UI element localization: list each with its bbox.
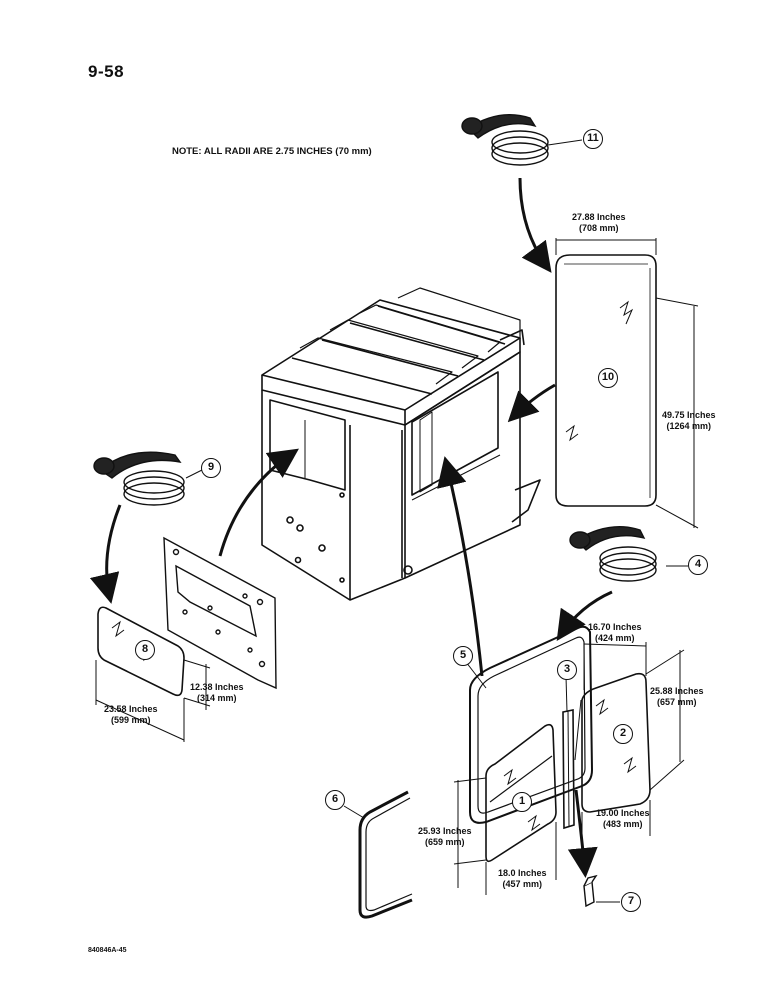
- dim-door-right-width-mm: (483 mm): [603, 819, 643, 829]
- dim-left-height-mm: (314 mm): [197, 693, 237, 703]
- dim-door-upper-height: 25.88 Inches (657 mm): [650, 686, 704, 708]
- callout-9: 9: [201, 458, 221, 478]
- callout-7: 7: [621, 892, 641, 912]
- radii-note: NOTE: ALL RADII ARE 2.75 INCHES (70 mm): [172, 146, 372, 157]
- dim-door-upper-height-in: 25.88 Inches: [650, 686, 704, 696]
- dim-rear-height: 49.75 Inches (1264 mm): [662, 410, 716, 432]
- dim-door-lower-width-in: 18.0 Inches: [498, 868, 547, 878]
- dim-rear-height-mm: (1264 mm): [666, 421, 712, 431]
- page-number: 9-58: [88, 62, 125, 81]
- door-lower-dimension-lines: [453, 777, 557, 895]
- assembly-arrows: [89, 177, 613, 878]
- dim-rear-height-in: 49.75 Inches: [662, 410, 716, 420]
- door-upper-glass: [581, 672, 651, 813]
- dim-rear-width-mm: (708 mm): [579, 223, 619, 233]
- callout-2: 2: [613, 724, 633, 744]
- callout-8: 8: [135, 640, 155, 660]
- dim-left-width-mm: (599 mm): [111, 715, 151, 725]
- dim-door-lower-width-mm: (457 mm): [502, 879, 543, 889]
- leader-lines: [185, 139, 688, 903]
- callout-6: 6: [325, 790, 345, 810]
- rear-window-glass: [555, 254, 657, 507]
- dim-door-lower-height: 25.93 Inches (659 mm): [418, 826, 472, 848]
- dim-rear-width-in: 27.88 Inches: [572, 212, 626, 222]
- channel-seal: [358, 790, 413, 919]
- dim-rear-width: 27.88 Inches (708 mm): [572, 212, 626, 234]
- dim-left-width-in: 23.58 Inches: [104, 704, 158, 714]
- dim-left-height: 12.38 Inches (314 mm): [190, 682, 244, 704]
- dim-door-upper-width: 16.70 Inches (424 mm): [588, 622, 642, 644]
- figure-id: 840846A-45: [88, 947, 127, 954]
- left-window-frame: [163, 536, 277, 690]
- dim-door-upper-height-mm: (657 mm): [657, 697, 697, 707]
- left-dimension-lines: [95, 659, 211, 742]
- clip-part: [583, 874, 598, 908]
- callout-4: 4: [688, 555, 708, 575]
- sealant-roll-9: [93, 451, 185, 506]
- callout-10: 10: [598, 368, 618, 388]
- callout-11: 11: [583, 129, 603, 149]
- dim-door-lower-height-mm: (659 mm): [425, 837, 465, 847]
- callout-5: 5: [453, 646, 473, 666]
- dim-door-lower-height-in: 25.93 Inches: [418, 826, 472, 836]
- dim-door-upper-width-mm: (424 mm): [595, 633, 635, 643]
- dim-door-right-width: 19.00 Inches (483 mm): [596, 808, 650, 830]
- cab-frame: [261, 287, 541, 601]
- callout-3: 3: [557, 660, 577, 680]
- dim-door-right-width-in: 19.00 Inches: [596, 808, 650, 818]
- dim-left-height-in: 12.38 Inches: [190, 682, 244, 692]
- sealant-roll-11: [461, 113, 549, 166]
- door-upper-dimension-lines: [581, 642, 685, 836]
- door-lower-glass: [485, 723, 557, 863]
- dim-left-width: 23.58 Inches (599 mm): [104, 704, 158, 726]
- sealant-roll-4: [569, 525, 657, 582]
- center-post-channel: [562, 699, 582, 830]
- callout-1: 1: [512, 792, 532, 812]
- rear-dimension-lines: [555, 238, 699, 529]
- dim-door-lower-width: 18.0 Inches (457 mm): [498, 868, 547, 890]
- dim-door-upper-width-in: 16.70 Inches: [588, 622, 642, 632]
